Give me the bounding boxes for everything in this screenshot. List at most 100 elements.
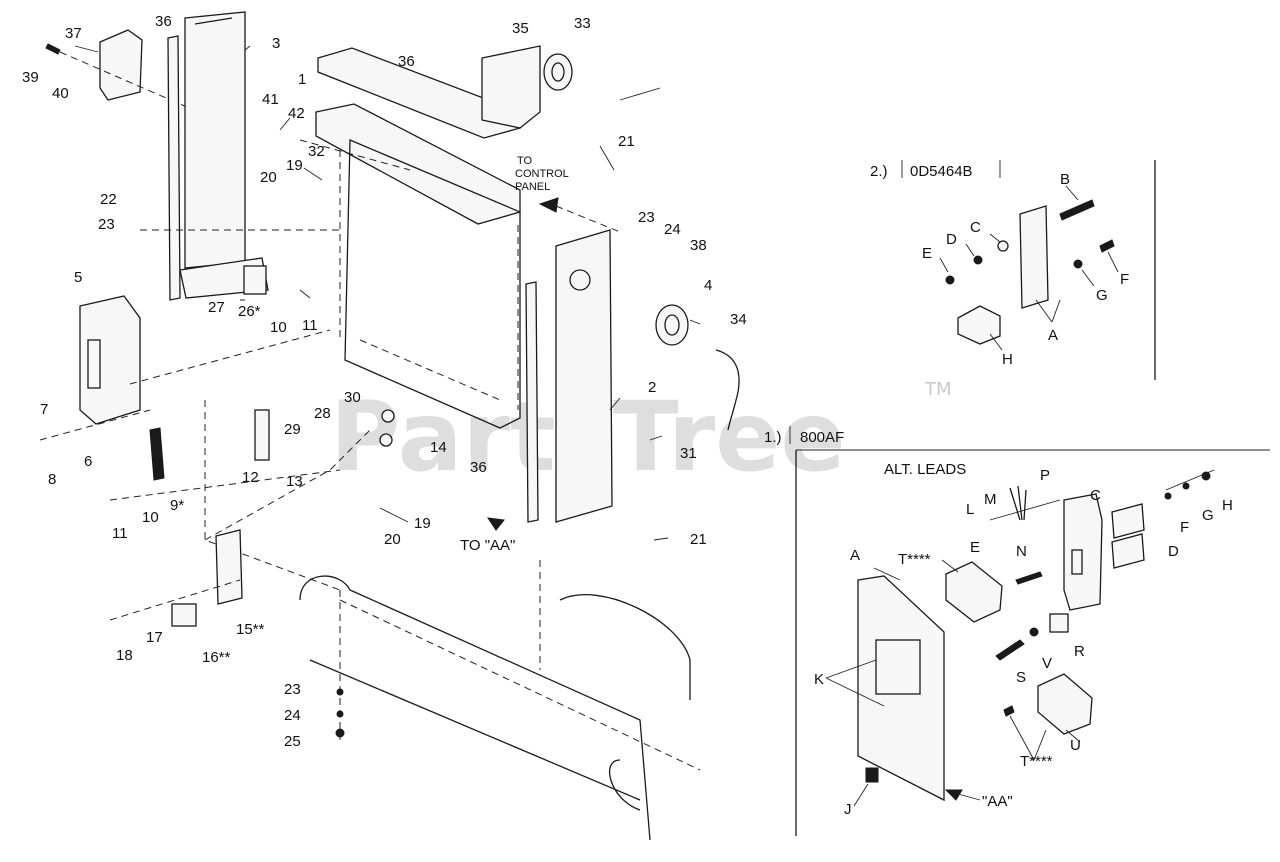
callout-9: 9* bbox=[170, 497, 184, 514]
label-n: N bbox=[1016, 543, 1027, 560]
inset-1-800af: 1.) 800AF ALT. LEADS bbox=[764, 426, 1270, 836]
upright-panel-2 bbox=[555, 229, 613, 523]
callout-29: 29 bbox=[284, 421, 301, 438]
terminal-strip-9 bbox=[149, 427, 165, 481]
breaker-14a bbox=[381, 409, 395, 423]
callout-32: 32 bbox=[308, 143, 325, 160]
note-to-control-panel: TO CONTROL PANEL bbox=[515, 155, 569, 193]
label-k: K bbox=[814, 671, 824, 688]
grommet-33 bbox=[543, 53, 573, 91]
label-p: P bbox=[1040, 467, 1050, 484]
label-u: U bbox=[1070, 737, 1081, 754]
callout-4: 4 bbox=[704, 277, 712, 294]
strip-36-right bbox=[525, 281, 539, 523]
callout-26: 26* bbox=[238, 303, 261, 320]
label-g: G bbox=[1096, 287, 1108, 304]
inset-2-heading: 2.) bbox=[870, 163, 888, 180]
callout-24: 24 bbox=[284, 707, 301, 724]
callout-10: 10 bbox=[142, 509, 159, 526]
label-t-upper: T**** bbox=[898, 551, 931, 568]
callout-14: 14 bbox=[430, 439, 447, 456]
label-h: H bbox=[1002, 351, 1013, 368]
callout-2: 2 bbox=[648, 379, 656, 396]
callout-33: 33 bbox=[574, 15, 591, 32]
svg-text:TO: TO bbox=[517, 155, 533, 167]
plate-35 bbox=[481, 45, 541, 129]
callout-20: 20 bbox=[260, 169, 277, 186]
base-frame bbox=[299, 575, 691, 841]
panel-a bbox=[857, 575, 945, 802]
callout-5: 5 bbox=[74, 269, 82, 286]
label-a: A bbox=[850, 547, 860, 564]
label-b: B bbox=[1060, 171, 1070, 188]
inset-2-0d5464b: 2.) 0D5464B B C D E F G A H bbox=[870, 160, 1156, 380]
callout-28: 28 bbox=[314, 405, 331, 422]
callout-1: 1 bbox=[298, 71, 306, 88]
callout-22: 22 bbox=[100, 191, 117, 208]
label-s: S bbox=[1016, 669, 1026, 686]
conduit-34 bbox=[715, 349, 740, 431]
connector-j bbox=[865, 767, 879, 783]
breaker-14b bbox=[379, 433, 393, 447]
main-callouts: 36 3 37 39 40 41 42 36 1 35 33 21 32 19 … bbox=[22, 13, 747, 750]
callout-18: 18 bbox=[116, 647, 133, 664]
callout-3: 3 bbox=[272, 35, 280, 52]
callout-36: 36 bbox=[470, 459, 487, 476]
bracket-37 bbox=[99, 29, 143, 101]
main-assembly bbox=[39, 11, 740, 841]
alt-leads bbox=[1009, 485, 1027, 521]
callout-21: 21 bbox=[618, 133, 635, 150]
main-frame bbox=[344, 139, 521, 429]
callout-19: 19 bbox=[286, 157, 303, 174]
switch-16 bbox=[171, 603, 197, 627]
callout-37: 37 bbox=[65, 25, 82, 42]
grommet-4 bbox=[655, 304, 689, 346]
svg-text:PANEL: PANEL bbox=[515, 181, 550, 193]
callout-11: 11 bbox=[112, 525, 128, 542]
svg-text:CONTROL: CONTROL bbox=[515, 168, 569, 180]
terminal-block-26 bbox=[243, 265, 267, 295]
label-h: H bbox=[1222, 497, 1233, 514]
note-to-aa: TO "AA" bbox=[460, 537, 515, 554]
callout-27: 27 bbox=[208, 299, 225, 316]
terminal-block-12 bbox=[254, 409, 270, 461]
label-m: M bbox=[984, 491, 997, 508]
label-l: L bbox=[966, 501, 974, 518]
label-r: R bbox=[1074, 643, 1085, 660]
callout-25: 25 bbox=[284, 733, 301, 750]
plate-d bbox=[1111, 503, 1145, 539]
callout-17: 17 bbox=[146, 629, 163, 646]
callout-31: 31 bbox=[680, 445, 697, 462]
inset-2-part-number: 0D5464B bbox=[910, 163, 973, 180]
label-j: J bbox=[844, 801, 852, 818]
arrow-aa bbox=[944, 789, 963, 801]
callout-23: 23 bbox=[284, 681, 301, 698]
callout-24: 24 bbox=[664, 221, 681, 238]
alt-leads-label: ALT. LEADS bbox=[884, 461, 966, 478]
watermark-tm: TM bbox=[924, 379, 952, 400]
inset-1-model: 800AF bbox=[800, 429, 844, 446]
callout-11: 11 bbox=[302, 317, 318, 334]
mounting-bracket-a bbox=[1019, 205, 1049, 309]
label-c: C bbox=[970, 219, 981, 236]
callout-36: 36 bbox=[398, 53, 415, 70]
callout-35: 35 bbox=[512, 20, 529, 37]
callout-7: 7 bbox=[40, 401, 48, 418]
bolt-b bbox=[1059, 199, 1095, 221]
callout-13: 13 bbox=[286, 473, 303, 490]
label-e: E bbox=[922, 245, 932, 262]
screw-39 bbox=[45, 43, 61, 55]
callout-20: 20 bbox=[384, 531, 401, 548]
callout-12: 12 bbox=[242, 469, 259, 486]
inset-1-heading: 1.) bbox=[764, 429, 782, 446]
callout-21: 21 bbox=[690, 531, 707, 548]
breaker-c bbox=[1063, 493, 1103, 611]
label-f: F bbox=[1120, 271, 1129, 288]
block-h bbox=[957, 305, 1001, 345]
callout-41: 41 bbox=[262, 91, 279, 108]
label-t-lower: T**** bbox=[1020, 753, 1053, 770]
block-r bbox=[1049, 613, 1069, 633]
arrow-to-control-panel bbox=[538, 197, 559, 213]
terminal-block-t-upper bbox=[945, 561, 1003, 623]
callout-10: 10 bbox=[270, 319, 287, 336]
